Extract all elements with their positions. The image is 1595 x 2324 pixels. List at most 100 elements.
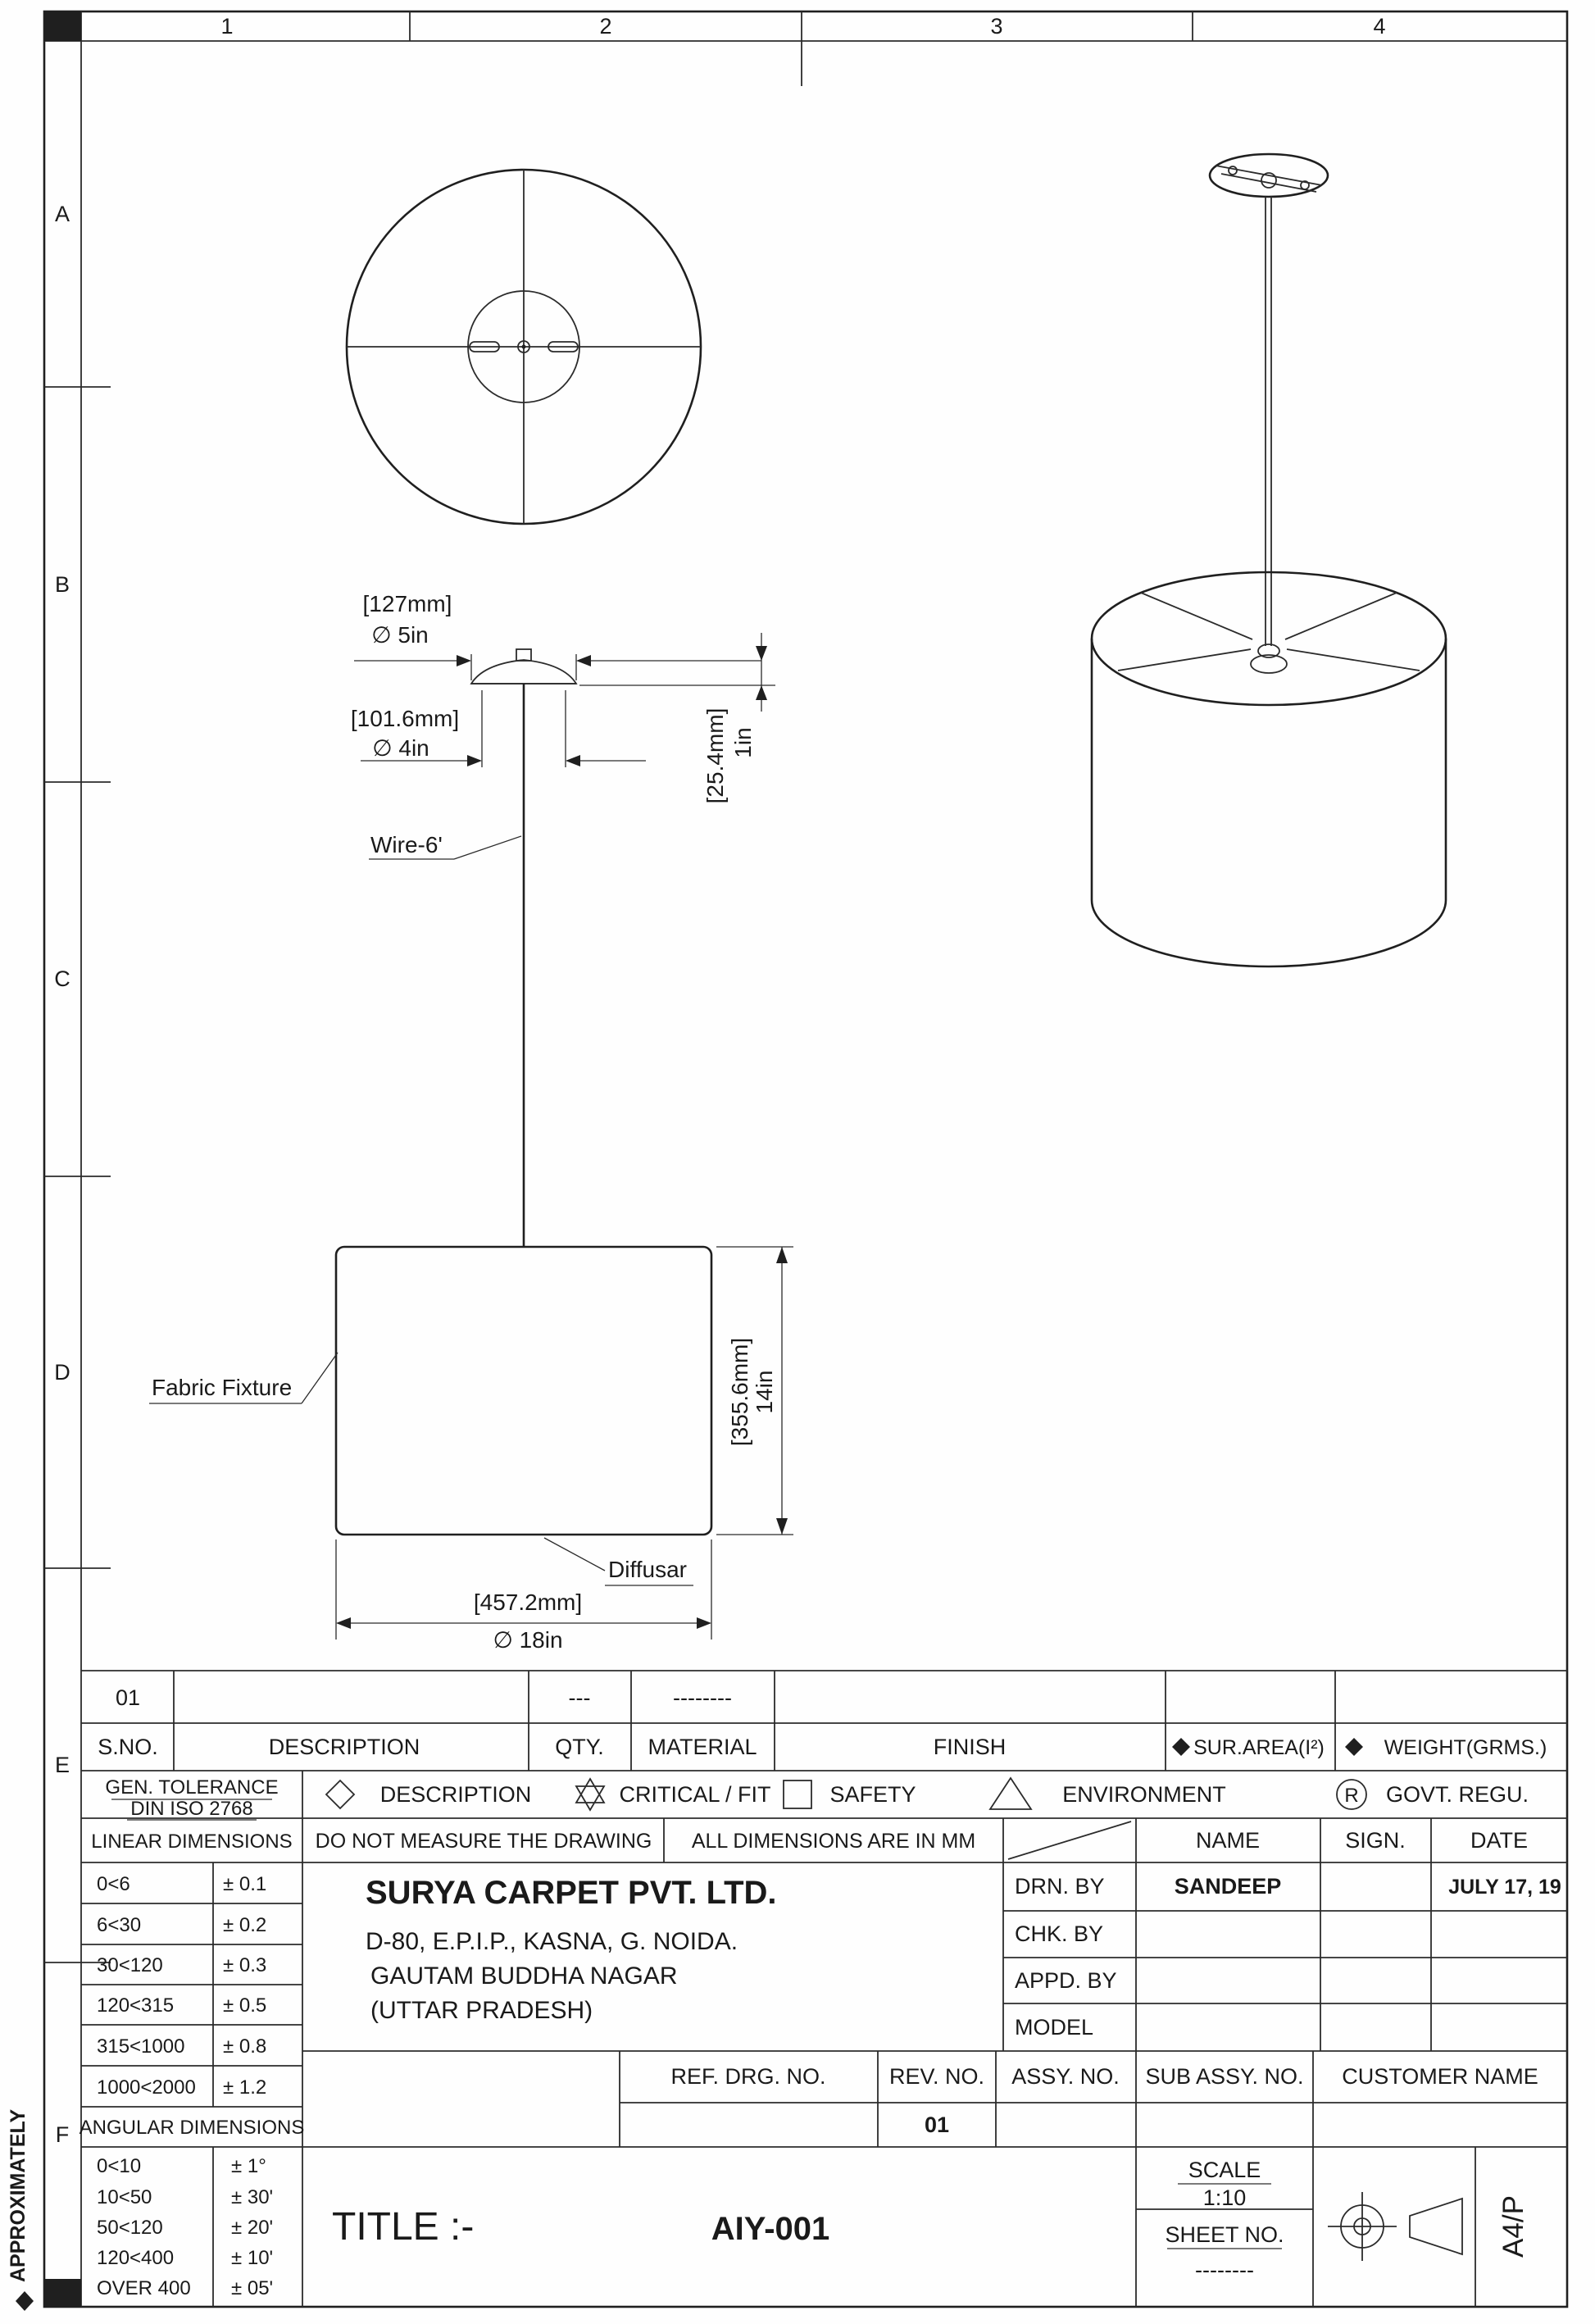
approval-block: DRN. BY SANDEEP JULY 17, 19 CHK. BY APPD… [1015,1874,1561,2040]
canopy-dome [470,659,578,684]
dim-4in-label: ∅ 4in [372,735,429,761]
triangle-icon [988,1776,1033,1810]
angular-dimensions-header: ANGULAR DIMENSIONS [80,2117,305,2139]
drn-by-date: JULY 17, 19 [1448,1876,1561,1899]
iso-spoke [1140,592,1253,640]
sheet-no-value: -------- [1195,2258,1254,2282]
fabric-fixture-callout: Fabric Fixture [149,1352,339,1404]
bom-header-weight: WEIGHT(GRMS.) [1384,1736,1547,1759]
bom-header-description: DESCRIPTION [269,1735,420,1759]
bom-header-finish: FINISH [934,1735,1007,1759]
assy-no-label: ASSY. NO. [1011,2064,1120,2089]
dim-18in-label: ∅ 18in [493,1627,562,1653]
diffuser-callout: Diffusar [543,1537,693,1586]
tol-range: 10<50 [97,2186,152,2208]
scale-label: SCALE [1188,2158,1261,2182]
star-icon [575,1785,606,1812]
tol-range: 30<120 [97,1954,163,1976]
grid-row-e: E [55,1753,70,1777]
tol-range: 0<10 [97,2155,141,2177]
legend-critical-fit: CRITICAL / FIT [619,1782,770,1807]
dim-457mm-label: [457.2mm] [474,1590,582,1615]
tol-range: 6<30 [97,1914,141,1936]
dim-14in-label: 14in [752,1371,777,1414]
canopy-stem [516,648,532,662]
tol-value: ± 05' [231,2277,273,2299]
linear-dimensions-header: LINEAR DIMENSIONS [91,1831,292,1853]
diamond-outline-icon [325,1779,356,1810]
bom-header-qty: QTY. [555,1735,604,1759]
dim-355mm-label: [355.6mm] [727,1338,752,1446]
arrowhead [776,1247,788,1263]
tol-value: ± 0.5 [223,1994,266,2017]
title-block-grid [81,1670,1567,2307]
wire-callout: Wire-6' [369,832,522,860]
sheet-frame: 1 2 3 4 A B C D E F [43,10,1569,2308]
sub-assy-no-label: SUB ASSY. NO. [1145,2064,1303,2089]
sign-header: SIGN. [1345,1828,1406,1853]
tol-value: ± 30' [231,2186,273,2208]
iso-shade-top-rim [1090,571,1447,707]
notes-row: LINEAR DIMENSIONS DO NOT MEASURE THE DRA… [91,1828,1528,1853]
sheet-format: A4/P [1497,2195,1529,2258]
bom-qty-value: --- [569,1685,591,1710]
bom-header-sno: S.NO. [98,1735,158,1759]
date-header: DATE [1470,1828,1528,1853]
diamond-icon [16,2291,34,2311]
rev-no-label: REV. NO. [889,2064,984,2089]
company-address-1: D-80, E.P.I.P., KASNA, G. NOIDA. [366,1928,738,1955]
grid-col-2: 2 [599,14,611,39]
dim-127mm-label: [127mm] [363,591,452,616]
reference-row: REF. DRG. NO. REV. NO. ASSY. NO. SUB ASS… [670,2064,1538,2137]
iso-spoke [1286,648,1420,671]
do-not-measure-note: DO NOT MEASURE THE DRAWING [316,1830,652,1853]
fabric-fixture-label: Fabric Fixture [152,1375,292,1400]
dimension-canopy-base: [101.6mm] ∅ 4in [351,690,646,767]
dim-25mm-label: [25.4mm] [702,708,728,804]
title-value: AIY-001 [711,2211,830,2247]
ref-drg-no-label: REF. DRG. NO. [670,2064,825,2089]
star-icon [575,1777,606,1803]
iso-shade-bottom [1090,899,1447,968]
tol-range: 50<120 [97,2217,163,2239]
tol-value: ± 0.8 [223,2035,266,2058]
tol-value: ± 20' [231,2217,273,2239]
grid-col-1: 1 [220,14,233,39]
grid-row-d: D [54,1360,70,1385]
iso-spoke [1284,592,1397,640]
bom-table: 01 --- -------- S.NO. DESCRIPTION QTY. M… [98,1685,1547,1759]
fabric-shade-front [334,1245,713,1536]
grid-col-3: 3 [990,14,1002,39]
tol-value: ± 1° [231,2155,266,2177]
isometric-view [1090,152,1447,968]
arrowhead [697,1617,711,1629]
margin-note-label: APPROXIMATELY [7,2109,30,2282]
bom-header-material: MATERIAL [648,1735,757,1759]
arrowhead [756,646,767,661]
tol-range: 120<400 [97,2247,174,2269]
all-dims-note: ALL DIMENSIONS ARE IN MM [692,1830,975,1853]
linear-tolerance-table: 0<6 ± 0.1 6<30 ± 0.2 30<120 ± 0.3 120<31… [97,1873,266,2099]
company-address-3: (UTTAR PRADESH) [370,1997,593,2024]
tol-value: ± 0.1 [223,1873,266,1895]
tol-value: ± 0.3 [223,1954,266,1976]
grid-col-4: 4 [1373,14,1385,39]
model-label: MODEL [1015,2015,1093,2040]
company-address-2: GAUTAM BUDDHA NAGAR [370,1962,678,1990]
title-row: TITLE :- AIY-001 SCALE 1:10 SHEET NO. --… [332,2158,1529,2282]
margin-note: APPROXIMATELY [7,2109,34,2311]
grid-row-a: A [55,202,70,226]
arrowhead [457,655,471,666]
grid-row-f: F [56,2122,70,2147]
diagonal-slash [1007,1821,1132,1860]
tol-range: 1000<2000 [97,2076,196,2099]
customer-name-label: CUSTOMER NAME [1342,2064,1538,2089]
legend-r-mark: R [1344,1785,1358,1807]
tol-range: 120<315 [97,1994,174,2017]
angular-tolerance-table: ANGULAR DIMENSIONS 0<10 ± 1° 10<50 ± 30'… [80,2117,305,2299]
gen-tolerance-line2: DIN ISO 2768 [130,1798,252,1820]
grid-row-b: B [55,572,70,597]
wire-label: Wire-6' [370,832,443,857]
